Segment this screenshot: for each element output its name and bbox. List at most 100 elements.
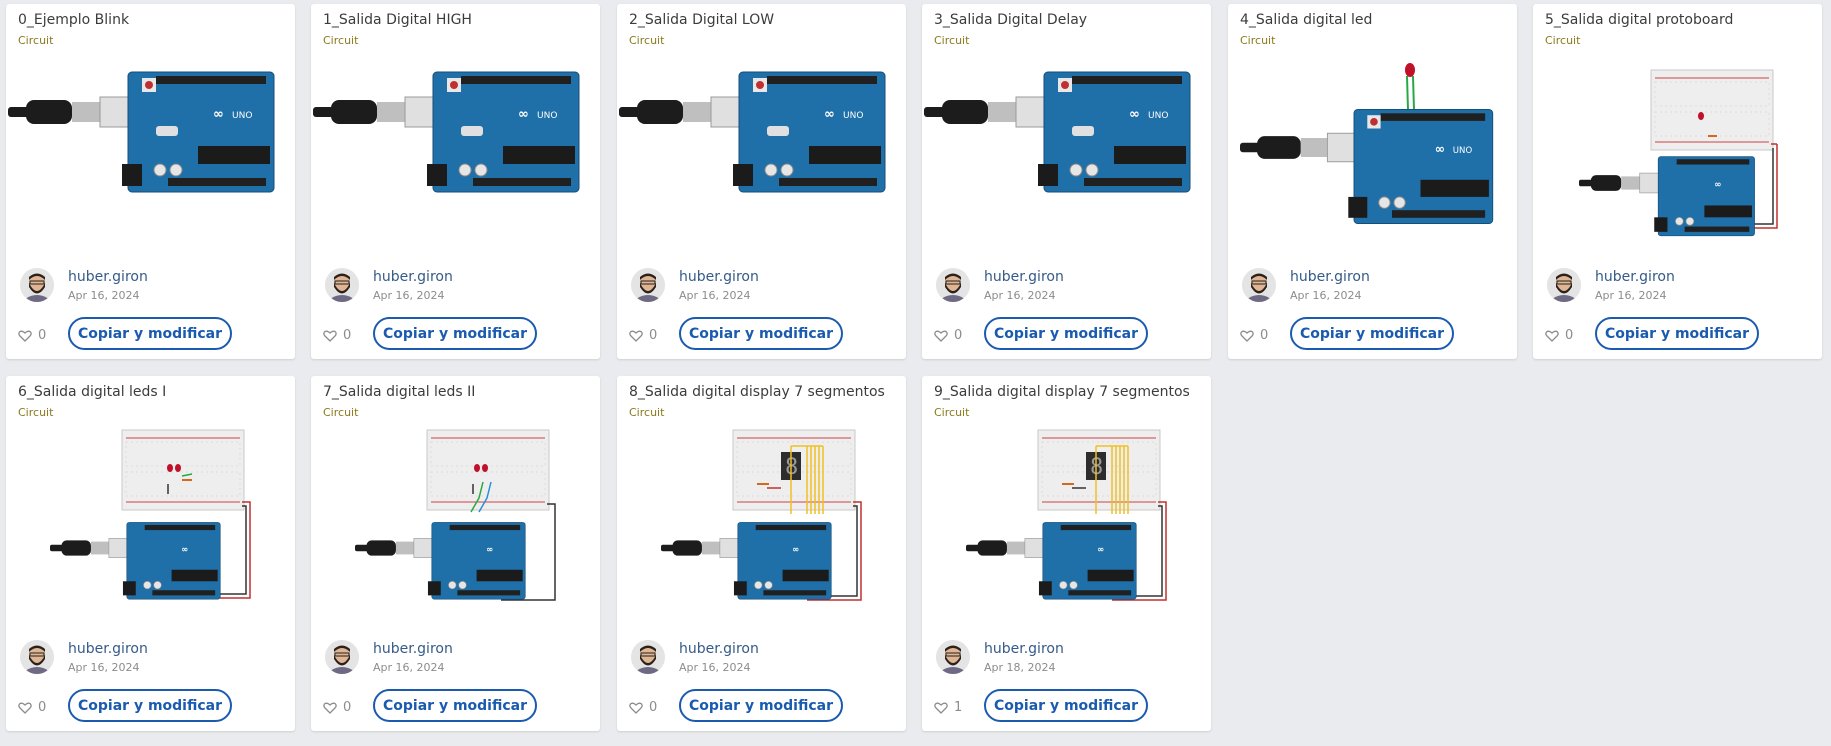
project-title[interactable]: 9_Salida digital display 7 segmentos [934,384,1190,400]
copy-and-modify-button[interactable]: Copiar y modificar [373,689,537,722]
project-card[interactable]: 2_Salida Digital LOW Circuit ∞ UNO [617,4,906,359]
author-link[interactable]: huber.giron [984,269,1064,285]
like-button[interactable]: 1 [934,700,962,715]
project-date: Apr 16, 2024 [68,661,140,674]
author-link[interactable]: huber.giron [679,269,759,285]
project-date: Apr 16, 2024 [68,289,140,302]
like-count: 0 [1260,328,1269,343]
arduino-uno-image: ∞ UNO [924,71,1191,193]
copy-and-modify-button[interactable]: Copiar y modificar [984,689,1148,722]
circuit-thumbnail[interactable]: ∞ [311,424,600,610]
project-title[interactable]: 4_Salida digital led [1240,12,1373,28]
project-card[interactable]: 3_Salida Digital Delay Circuit ∞ UNO [922,4,1211,359]
like-button[interactable]: 0 [323,700,351,715]
like-count: 0 [343,700,352,715]
project-type-label: Circuit [629,34,665,47]
circuit-thumbnail[interactable]: ∞ [6,424,295,610]
like-count: 0 [1565,328,1574,343]
like-button[interactable]: 0 [1240,328,1268,343]
circuit-thumbnail[interactable]: ∞ UNO [922,52,1211,238]
author-avatar[interactable] [325,640,359,674]
project-card[interactable]: 1_Salida Digital HIGH Circuit ∞ UNO [311,4,600,359]
copy-and-modify-button[interactable]: Copiar y modificar [1595,317,1759,350]
project-card[interactable]: 6_Salida digital leds I Circuit [6,376,295,731]
project-card[interactable]: 9_Salida digital display 7 segmentos Cir… [922,376,1211,731]
circuit-thumbnail[interactable]: 8 [922,424,1211,610]
svg-text:∞: ∞ [213,107,224,122]
copy-and-modify-button[interactable]: Copiar y modificar [679,317,843,350]
author-link[interactable]: huber.giron [1290,269,1370,285]
svg-text:UNO: UNO [1148,111,1168,121]
svg-text:∞: ∞ [518,107,529,122]
copy-and-modify-button[interactable]: Copiar y modificar [373,317,537,350]
like-button[interactable]: 0 [934,328,962,343]
copy-and-modify-button[interactable]: Copiar y modificar [68,317,232,350]
like-count: 0 [649,328,658,343]
svg-text:∞: ∞ [1435,142,1445,156]
project-type-label: Circuit [1240,34,1276,47]
project-card[interactable]: 0_Ejemplo Blink Circuit ∞ UNO [6,4,295,359]
heart-icon [629,330,643,342]
author-avatar[interactable] [20,640,54,674]
author-avatar[interactable] [1242,268,1276,302]
project-title[interactable]: 1_Salida Digital HIGH [323,12,472,28]
circuit-thumbnail[interactable]: ∞ UNO [617,52,906,238]
author-avatar[interactable] [325,268,359,302]
like-button[interactable]: 0 [18,700,46,715]
arduino-7segment-image: 8 [966,429,1167,601]
arduino-uno-image: ∞ UNO [619,71,886,193]
project-date: Apr 16, 2024 [1595,289,1667,302]
circuit-thumbnail[interactable]: ∞ [1533,52,1822,238]
copy-and-modify-button[interactable]: Copiar y modificar [984,317,1148,350]
project-card[interactable]: 4_Salida digital led Circuit [1228,4,1517,359]
heart-icon [934,330,948,342]
project-type-label: Circuit [934,34,970,47]
project-date: Apr 16, 2024 [679,661,751,674]
author-link[interactable]: huber.giron [984,641,1064,657]
copy-and-modify-button[interactable]: Copiar y modificar [679,689,843,722]
project-card[interactable]: 8_Salida digital display 7 segmentos Cir… [617,376,906,731]
author-avatar[interactable] [936,268,970,302]
author-avatar[interactable] [1547,268,1581,302]
author-link[interactable]: huber.giron [373,269,453,285]
copy-and-modify-button[interactable]: Copiar y modificar [1290,317,1454,350]
project-card[interactable]: 5_Salida digital protoboard Circuit [1533,4,1822,359]
project-type-label: Circuit [934,406,970,419]
circuit-thumbnail[interactable]: 8 [617,424,906,610]
svg-text:∞: ∞ [486,544,493,554]
svg-text:UNO: UNO [1453,146,1473,156]
like-button[interactable]: 0 [323,328,351,343]
like-count: 0 [649,700,658,715]
project-card[interactable]: 7_Salida digital leds II Circuit [311,376,600,731]
project-title[interactable]: 0_Ejemplo Blink [18,12,130,28]
author-link[interactable]: huber.giron [679,641,759,657]
project-title[interactable]: 2_Salida Digital LOW [629,12,775,28]
like-button[interactable]: 0 [18,328,46,343]
like-button[interactable]: 0 [629,328,657,343]
author-avatar[interactable] [936,640,970,674]
author-avatar[interactable] [631,268,665,302]
like-button[interactable]: 0 [1545,328,1573,343]
project-title[interactable]: 8_Salida digital display 7 segmentos [629,384,885,400]
author-avatar[interactable] [631,640,665,674]
author-link[interactable]: huber.giron [68,269,148,285]
author-link[interactable]: huber.giron [68,641,148,657]
project-title[interactable]: 7_Salida digital leds II [323,384,476,400]
project-title[interactable]: 5_Salida digital protoboard [1545,12,1734,28]
circuit-thumbnail[interactable]: ∞ UNO [6,52,295,238]
heart-icon [629,702,643,714]
heart-icon [323,702,337,714]
svg-text:∞: ∞ [1097,544,1104,554]
project-title[interactable]: 6_Salida digital leds I [18,384,167,400]
project-date: Apr 16, 2024 [373,289,445,302]
author-link[interactable]: huber.giron [1595,269,1675,285]
project-title[interactable]: 3_Salida Digital Delay [934,12,1088,28]
author-avatar[interactable] [20,268,54,302]
author-link[interactable]: huber.giron [373,641,453,657]
heart-icon [1240,330,1254,342]
like-button[interactable]: 0 [629,700,657,715]
circuit-thumbnail[interactable]: ∞ UNO [311,52,600,238]
circuit-thumbnail[interactable]: ∞ UNO [1228,52,1517,238]
copy-and-modify-button[interactable]: Copiar y modificar [68,689,232,722]
